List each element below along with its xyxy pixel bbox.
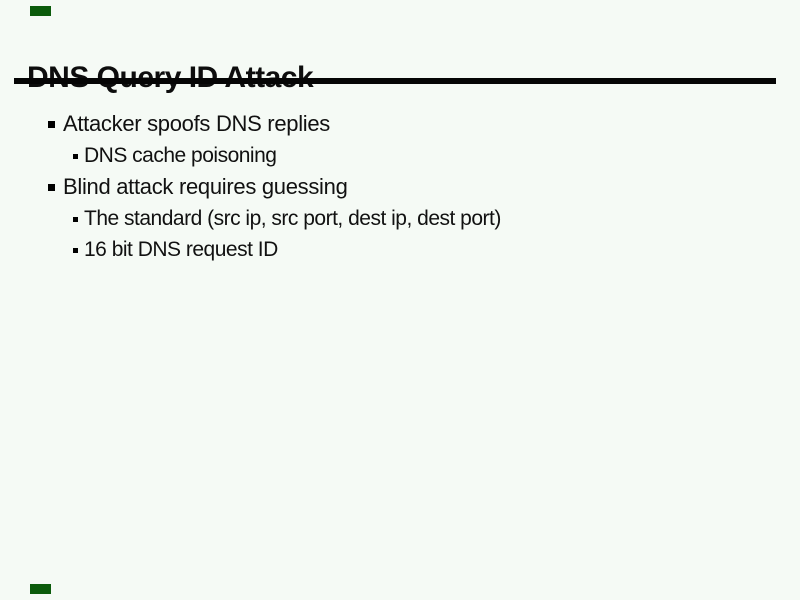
square-bullet-icon — [48, 183, 55, 191]
bullet-text: The standard (src ip, src port, dest ip,… — [84, 207, 501, 230]
corner-marker-bottom — [30, 584, 51, 594]
corner-marker-top — [30, 6, 51, 16]
square-bullet-icon — [73, 153, 78, 159]
square-bullet-icon — [73, 247, 78, 253]
bullet-text: 16 bit DNS request ID — [84, 238, 278, 261]
bullet-item: Blind attack requires guessing — [0, 172, 800, 202]
title-divider — [14, 78, 776, 84]
slide-title: DNS Query ID Attack — [27, 62, 314, 94]
bullet-text: DNS cache poisoning — [84, 144, 277, 167]
square-bullet-icon — [73, 216, 78, 222]
bullet-text: Blind attack requires guessing — [63, 174, 348, 199]
bullet-item: Attacker spoofs DNS replies — [0, 109, 800, 139]
square-bullet-icon — [48, 120, 55, 128]
bullet-subitem: 16 bit DNS request ID — [0, 235, 800, 265]
bullet-subitem: The standard (src ip, src port, dest ip,… — [0, 204, 800, 234]
bullet-text: Attacker spoofs DNS replies — [63, 111, 331, 136]
bullet-subitem: DNS cache poisoning — [0, 141, 800, 171]
